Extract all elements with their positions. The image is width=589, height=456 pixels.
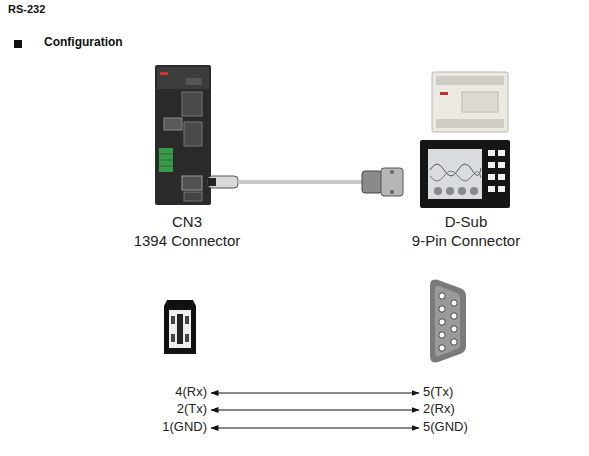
dsub-pin: [439, 293, 445, 299]
connector-cavity: [169, 310, 191, 348]
cable-wire: [238, 180, 364, 184]
bullet-square: [14, 40, 22, 48]
screen-gauge: [458, 187, 466, 195]
1394-plug: [208, 176, 238, 188]
connector-name: CN3: [172, 213, 202, 230]
connector-pin: [185, 334, 189, 342]
wire-arrow: [211, 428, 419, 429]
hmi-key: [488, 150, 495, 156]
drive-port: [184, 192, 202, 201]
hmi-key: [488, 174, 495, 180]
terminal-line: [159, 160, 173, 161]
dsub-inner: [435, 286, 460, 356]
plug-tip: [208, 178, 216, 186]
connector-pin: [185, 316, 189, 324]
dsub-pin: [439, 306, 445, 312]
plc-logo: [440, 92, 448, 95]
connector-outline: [164, 300, 196, 354]
plc-body: [432, 72, 508, 132]
plc-terminals: [436, 76, 504, 85]
dsub-connector-face: [430, 280, 466, 363]
connector-pin: [171, 334, 175, 342]
page-title: RS-232: [8, 3, 45, 16]
pin-name: 2(Rx): [423, 402, 455, 417]
dsub-pin: [451, 339, 457, 345]
drive-port: [164, 118, 182, 130]
pin-name: 5(GND): [423, 420, 468, 435]
1394-connector-face: [164, 300, 196, 354]
hmi-screen: [428, 149, 482, 199]
hmi-key: [498, 186, 505, 192]
screen-gauge: [470, 187, 478, 195]
connector-tongue: [177, 314, 183, 344]
dsub-shell: [381, 168, 403, 196]
drive-logo: [160, 72, 168, 75]
drive-port: [184, 122, 202, 146]
dsub-screw: [390, 170, 394, 174]
pin-name: 4(Rx): [175, 385, 207, 400]
screen-gauge: [434, 187, 442, 195]
hmi-key: [488, 162, 495, 168]
servo-drive: [155, 65, 211, 205]
screen-gauge: [446, 187, 454, 195]
connector-pin: [171, 316, 175, 324]
drive-port: [182, 92, 202, 116]
dsub-pin: [451, 326, 457, 332]
plc-terminals: [436, 119, 504, 128]
dsub-pin: [439, 332, 445, 338]
hmi-key: [498, 150, 505, 156]
terminal-block: [159, 148, 173, 172]
dsub-pin: [451, 313, 457, 319]
hmi-key: [488, 186, 495, 192]
pin-wiring: [211, 393, 419, 428]
screen-wave: [430, 171, 481, 181]
hmi-key: [498, 174, 505, 180]
dsub-hood: [362, 171, 382, 193]
cable: [208, 168, 403, 196]
dsub-outline: [430, 280, 466, 363]
drive-top-panel: [157, 67, 209, 89]
drive-display: [186, 78, 202, 85]
section-heading: Configuration: [44, 36, 123, 50]
plc: [432, 72, 508, 132]
terminal-line: [159, 154, 173, 155]
dsub-screw: [390, 190, 394, 194]
dsub-pin: [439, 345, 445, 351]
connector-type: 1394 Connector: [134, 232, 241, 249]
hmi-body: [420, 140, 510, 208]
dsub-pin: [439, 319, 445, 325]
wire-arrow: [211, 410, 419, 411]
connector-name: D-Sub: [445, 213, 488, 230]
plc-panel: [462, 92, 498, 112]
pin-name: 5(Tx): [423, 385, 453, 400]
dsub-pin: [451, 300, 457, 306]
terminal-line: [159, 166, 173, 167]
connector-type: 9-Pin Connector: [412, 232, 520, 249]
pin-name: 2(Tx): [177, 402, 207, 417]
wire-arrow: [211, 393, 419, 394]
drive-body: [155, 65, 211, 205]
hmi: [420, 140, 510, 208]
cn3-port: [182, 176, 202, 190]
hmi-key: [498, 162, 505, 168]
pin-name: 1(GND): [162, 420, 207, 435]
